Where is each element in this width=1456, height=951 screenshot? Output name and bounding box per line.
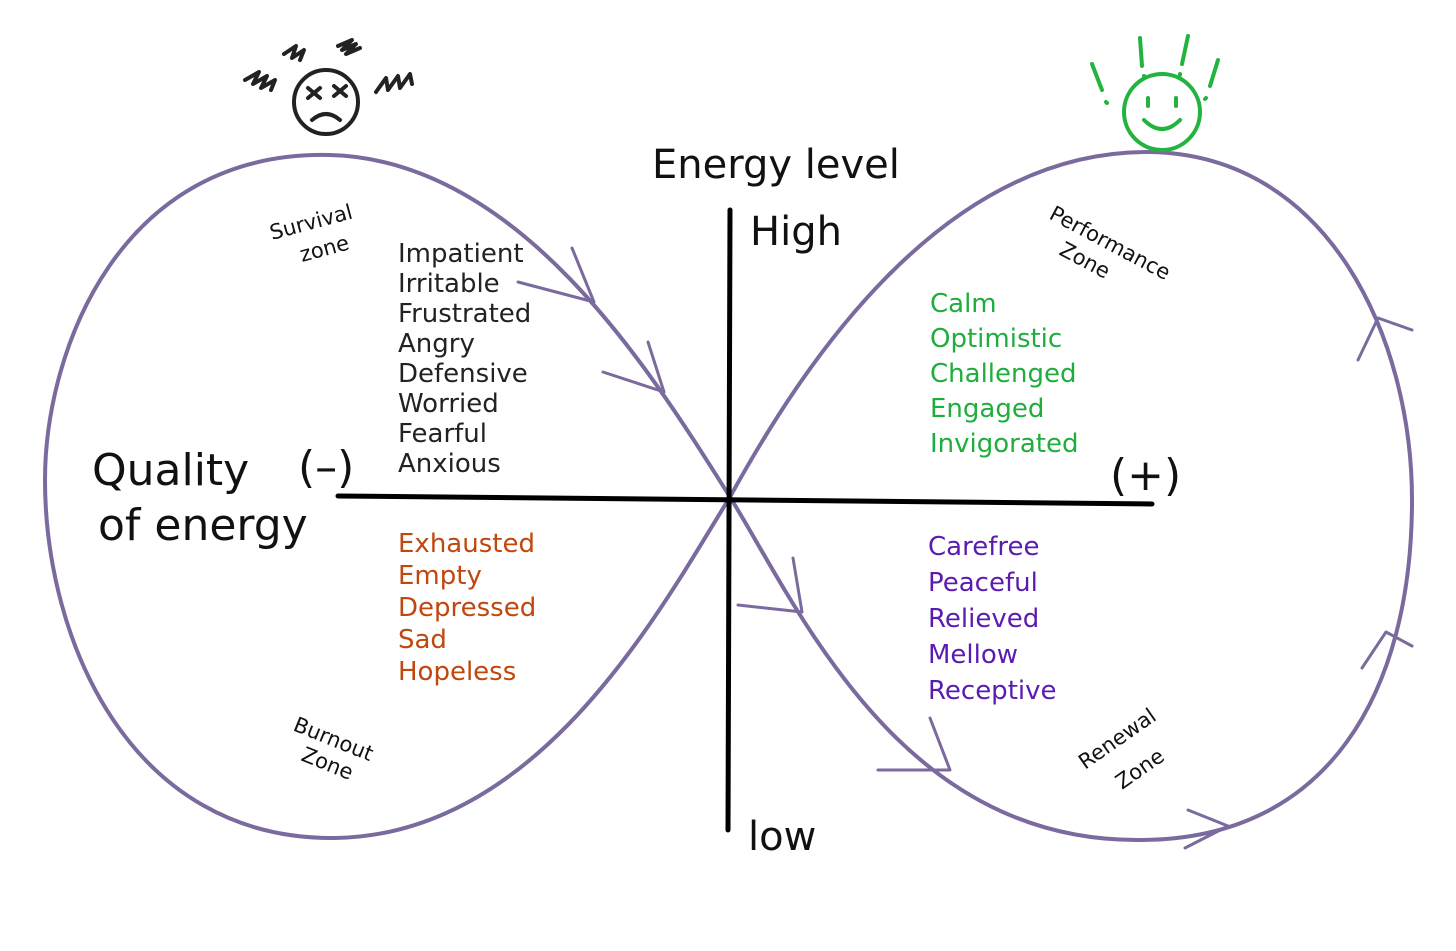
loop-left-lobe [42,152,733,841]
stressed-face-mouth-icon [310,112,342,122]
stressed-face-icon [243,38,414,136]
arrow-right-lower-icon [876,716,952,772]
renewal-word-1: Peaceful [928,568,1038,598]
performance-word-3: Engaged [930,394,1044,424]
renewal-word-0: Carefree [928,532,1039,562]
survival-word-4: Defensive [398,359,528,389]
vertical-high-label: High [750,209,842,255]
arrow-right-side-icon [1360,630,1414,670]
vertical-axis [725,207,733,833]
performance-word-4: Invigorated [930,429,1078,459]
happy-face-smile-icon [1142,118,1182,131]
horizontal-axis-title-line2: of energy [98,500,308,551]
horizontal-axis [335,493,1155,507]
arrow-left-upper-icon [516,246,596,304]
arrow-center-lower-icon [736,556,804,614]
performance-word-0: Calm [930,289,997,319]
survival-word-2: Frustrated [398,299,531,329]
survival-word-5: Worried [398,389,499,419]
arrow-left-middle-icon [601,340,666,394]
burnout-word-1: Empty [398,561,482,591]
performance-word-2: Challenged [930,359,1077,389]
survival-word-6: Fearful [398,419,487,449]
exclaim-4-icon [1203,58,1220,101]
renewal-word-3: Mellow [928,640,1018,670]
axes [335,207,1155,833]
stressed-face-left-eye-icon [306,86,322,100]
burnout-word-4: Hopeless [398,657,516,687]
stress-squiggle-top-icon [336,38,362,56]
arrow-right-upper-icon [1356,316,1414,362]
survival-word-1: Irritable [398,269,500,299]
survival-word-7: Anxious [398,449,501,479]
stress-squiggle-right-icon [374,72,414,94]
renewal-word-2: Relieved [928,604,1039,634]
performance-word-1: Optimistic [930,324,1062,354]
vertical-axis-title: Energy level [652,142,900,188]
arrow-right-bottom-icon [1183,808,1230,850]
survival-word-0: Impatient [398,239,524,269]
exclaim-1-icon [1090,62,1109,105]
happy-face-icon [1090,34,1220,152]
happy-face-head [1122,72,1202,152]
burnout-word-3: Sad [398,625,447,655]
burnout-word-2: Depressed [398,593,536,623]
exclaim-3-icon [1178,34,1190,77]
stressed-face-head [292,68,360,136]
exclaim-2-icon [1138,36,1146,79]
performance-word-list: CalmOptimisticChallengedEngagedInvigorat… [930,289,1078,459]
survival-word-3: Angry [398,329,475,359]
vertical-low-label: low [748,814,816,860]
positive-label: (+) [1110,450,1181,501]
renewal-word-4: Receptive [928,676,1057,706]
stress-squiggle-left-icon [243,70,277,92]
stressed-face-right-eye-icon [332,84,348,98]
stress-squiggle-upper-left-icon [282,44,306,62]
negative-label: (–) [298,442,354,493]
burnout-word-0: Exhausted [398,529,535,559]
survival-word-list: ImpatientIrritableFrustratedAngryDefensi… [398,239,531,479]
loop-arrows [516,246,1414,850]
horizontal-axis-title-line1: Quality [92,445,249,496]
